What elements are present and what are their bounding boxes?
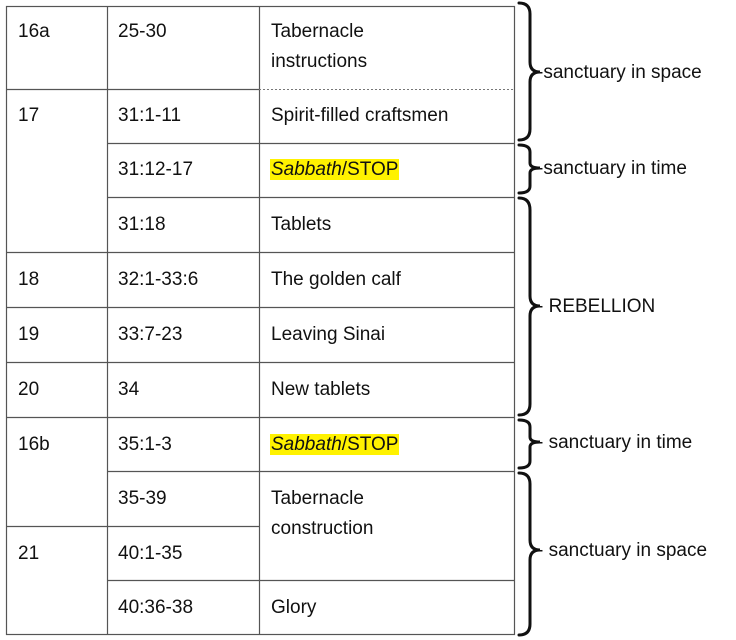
- brace-label: - sanctuary in time: [537, 432, 693, 453]
- description: instructions: [271, 51, 368, 72]
- stop-text: /STOP: [341, 159, 399, 180]
- reference: 35-39: [118, 488, 167, 509]
- description: construction: [271, 518, 374, 539]
- reference: 31:1-11: [118, 105, 182, 126]
- chapter-number: 21: [18, 543, 40, 564]
- reference: 34: [118, 379, 140, 400]
- chapter-number: 18: [18, 269, 40, 290]
- chapter-number: 16b: [18, 434, 50, 455]
- table-border: [5, 5, 516, 636]
- brace-label: - sanctuary in space: [537, 540, 708, 561]
- reference: 40:1-35: [118, 543, 183, 564]
- reference: 25-30: [118, 21, 167, 42]
- sabbath-text: Sabbath: [271, 159, 342, 180]
- brace: [517, 196, 541, 417]
- brace-label: -sanctuary in time: [537, 158, 687, 179]
- description: Tabernacle: [271, 488, 364, 509]
- sabbath-text: Sabbath: [271, 434, 342, 455]
- description: Tabernacle: [271, 21, 364, 42]
- brace-label: - REBELLION: [537, 296, 656, 317]
- brace-label: -sanctuary in space: [537, 62, 702, 83]
- chapter-number: 20: [18, 379, 40, 400]
- reference: 31:18: [118, 214, 166, 235]
- brace: [517, 143, 541, 195]
- reference: 35:1-3: [118, 434, 172, 455]
- reference: 33:7-23: [118, 324, 183, 345]
- chapter-number: 19: [18, 324, 40, 345]
- description: Leaving Sinai: [271, 324, 386, 345]
- reference: 31:12-17: [118, 159, 194, 180]
- description: The golden calf: [271, 269, 401, 290]
- brace: [517, 1, 541, 142]
- brace: [517, 418, 541, 470]
- chapter-number: 17: [18, 105, 40, 126]
- description-highlighted: Sabbath/STOP: [270, 430, 400, 460]
- reference: 32:1-33:6: [118, 269, 199, 290]
- description-highlighted: Sabbath/STOP: [270, 155, 400, 185]
- reference: 40:36-38: [118, 597, 194, 618]
- description: Tablets: [271, 214, 332, 235]
- stop-text: /STOP: [341, 434, 399, 455]
- description: Spirit-filled craftsmen: [271, 105, 449, 126]
- chapter-number: 16a: [18, 21, 50, 42]
- brace: [517, 471, 541, 637]
- description: New tablets: [271, 379, 371, 400]
- description: Glory: [271, 597, 317, 618]
